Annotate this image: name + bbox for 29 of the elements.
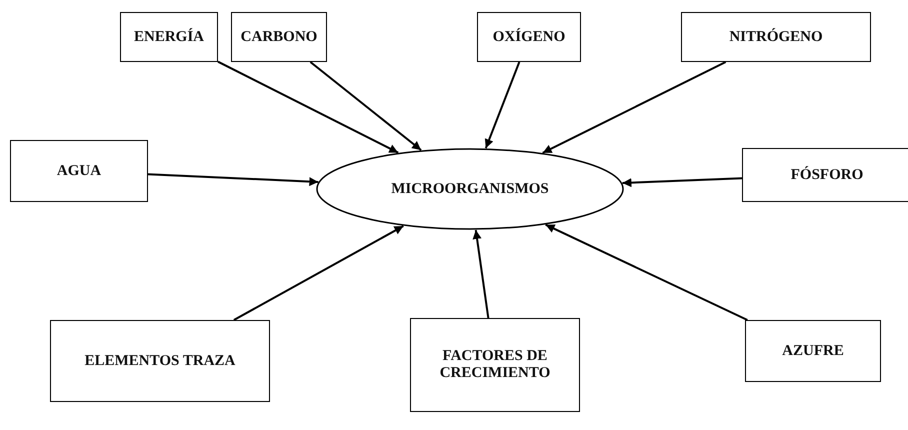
node-label: MICROORGANISMOS xyxy=(391,180,549,198)
arrow xyxy=(622,177,742,188)
node-label: AGUA xyxy=(56,162,102,180)
arrow xyxy=(484,62,520,149)
text-box xyxy=(10,140,148,202)
node-label: AZUFRE xyxy=(782,342,844,360)
node-label: ENERGÍA xyxy=(134,28,204,46)
node-label: OXÍGENO xyxy=(492,28,566,46)
node-label: FÓSFORO xyxy=(790,166,864,184)
node-label: FACTORES DE CRECIMIENTO xyxy=(438,348,552,382)
arrow xyxy=(148,173,318,186)
arrow xyxy=(542,61,726,154)
node-label: ELEMENTOS TRAZA xyxy=(84,352,236,370)
arrow xyxy=(545,224,748,321)
text-box xyxy=(745,320,881,382)
arrow xyxy=(472,230,490,318)
text-box xyxy=(120,12,218,62)
text-box xyxy=(410,318,580,412)
text-box xyxy=(742,148,908,202)
text-box xyxy=(231,12,327,62)
text-box xyxy=(50,320,270,402)
text-box xyxy=(477,12,581,62)
arrow xyxy=(233,225,404,321)
arrow xyxy=(310,61,422,151)
node-label: NITRÓGENO xyxy=(729,28,823,46)
ellipse-node xyxy=(316,148,624,230)
node-label: CARBONO xyxy=(240,28,318,46)
arrow xyxy=(218,60,399,154)
text-box xyxy=(681,12,871,62)
